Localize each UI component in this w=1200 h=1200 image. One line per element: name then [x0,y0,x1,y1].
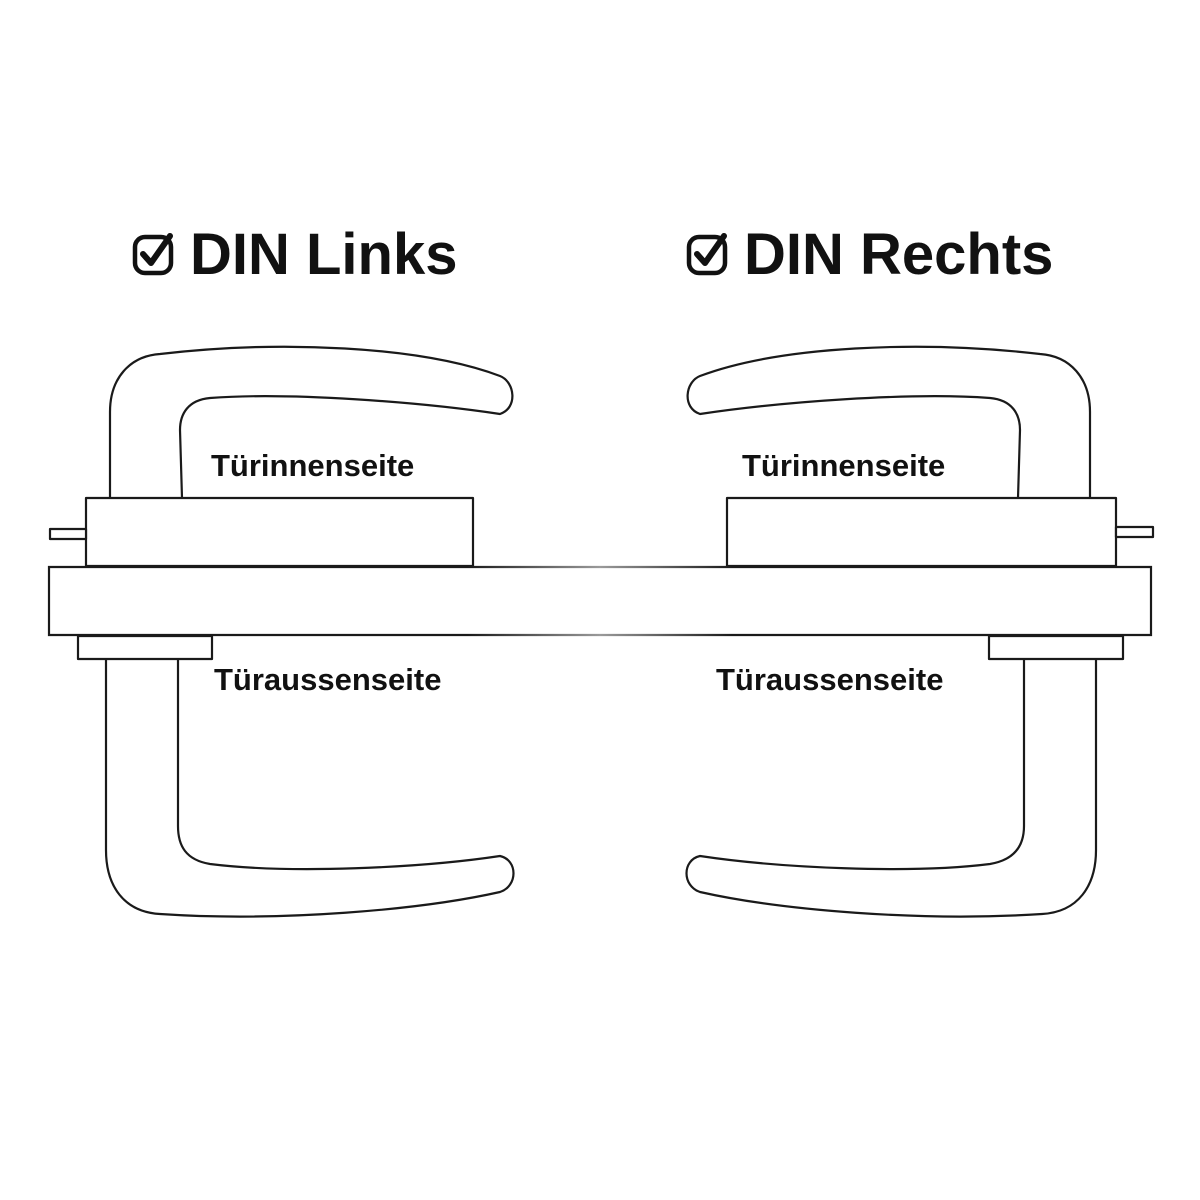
left-inner-handle [110,347,512,498]
left-outer-side-label: Türaussenseite [214,662,442,697]
din-rechts-assembly [687,347,1154,917]
right-outer-handle [687,658,1097,917]
right-inner-rosette [727,498,1116,566]
left-inner-rosette [86,498,473,566]
left-outer-rosette [78,636,212,659]
din-rechts-title: DIN Rechts [744,221,1054,287]
left-inner-side-label: Türinnenseite [211,448,415,483]
left-outer-handle [106,658,514,917]
checkbox-checked-icon [132,232,176,276]
left-spindle [50,529,86,539]
right-inner-handle [688,347,1090,498]
checkbox-checked-icon [686,232,730,276]
right-outer-rosette [989,636,1123,659]
right-outer-side-label: Türaussenseite [716,662,944,697]
door-leaf [49,567,1151,635]
right-inner-side-label: Türinnenseite [742,448,946,483]
din-rechts-heading: DIN Rechts [686,218,1053,290]
din-links-assembly [50,347,514,917]
din-links-heading: DIN Links [132,218,458,290]
din-links-title: DIN Links [190,221,458,287]
right-spindle [1116,527,1153,537]
